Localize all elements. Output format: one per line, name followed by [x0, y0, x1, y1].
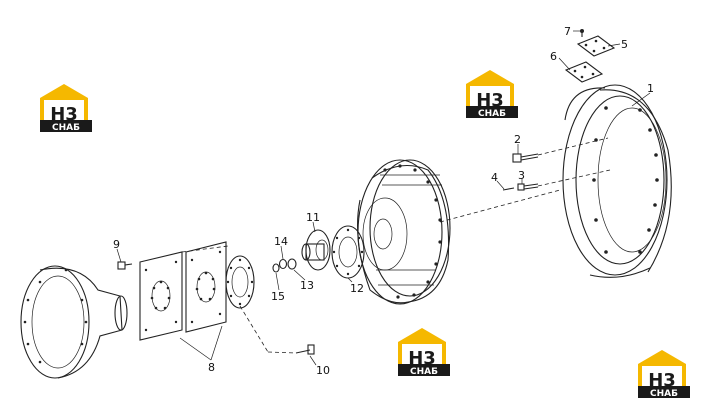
part-2-bolt	[512, 153, 539, 163]
logo-snab-text: СНАБ	[52, 123, 80, 133]
leader-line	[181, 245, 229, 253]
part-14-ring	[278, 258, 288, 270]
callout-3: 3	[518, 169, 525, 182]
callout-1: 1	[647, 82, 654, 95]
logo-bottom-right: H3 СНАБ	[638, 350, 690, 399]
callout-4: 4	[491, 171, 498, 184]
torque-converter	[356, 159, 451, 305]
part-10-bolt	[295, 344, 315, 355]
part-15-ring	[272, 263, 280, 273]
part-7-screw	[580, 29, 584, 37]
callout-7: 7	[564, 25, 571, 38]
logo-snab-text: СНАБ	[410, 367, 438, 377]
callout-8: 8	[208, 361, 215, 374]
callout-leaders	[116, 30, 651, 366]
callout-9: 9	[113, 238, 120, 251]
part-8-plate-b	[185, 241, 227, 333]
callout-5: 5	[621, 38, 628, 51]
part-1-housing	[562, 84, 672, 278]
logo-h3-text: H3	[408, 348, 436, 369]
leader-line	[537, 137, 609, 156]
part-3-bolt	[517, 183, 539, 191]
part-5-plate	[576, 35, 616, 57]
leader-line	[267, 351, 297, 354]
part-13-ring	[287, 258, 297, 270]
logo-top-center: H3 СНАБ	[466, 70, 518, 119]
logo-h3-text: H3	[476, 90, 504, 111]
callout-12: 12	[350, 282, 364, 295]
logo-h3-text: H3	[648, 370, 676, 391]
callout-13: 13	[300, 279, 314, 292]
callout-numbers: 1 2 3 4 5 6 7 8 9 10 11 12 13 14 15	[113, 25, 654, 377]
part-6-plate	[564, 61, 604, 83]
callout-2: 2	[514, 133, 521, 146]
leader-line	[537, 169, 611, 187]
callout-10: 10	[316, 364, 330, 377]
callout-6: 6	[550, 50, 557, 63]
part-9-bolt	[117, 261, 133, 270]
drive-plate	[225, 255, 255, 309]
bell-housing	[20, 265, 128, 379]
callout-11: 11	[306, 211, 320, 224]
leader-line	[439, 189, 561, 223]
logo-snab-text: СНАБ	[650, 389, 678, 399]
logo-h3-text: H3	[50, 104, 78, 125]
callout-14: 14	[274, 235, 288, 248]
logo-top-left: H3 СНАБ	[40, 84, 92, 133]
leader-line	[239, 305, 269, 353]
callout-15: 15	[271, 290, 285, 303]
part-4-pin	[502, 187, 515, 191]
part-8-plate-a	[139, 251, 183, 341]
logo-bottom-center: H3 СНАБ	[398, 328, 450, 377]
logo-snab-text: СНАБ	[478, 109, 506, 119]
part-11-hub	[301, 229, 331, 271]
